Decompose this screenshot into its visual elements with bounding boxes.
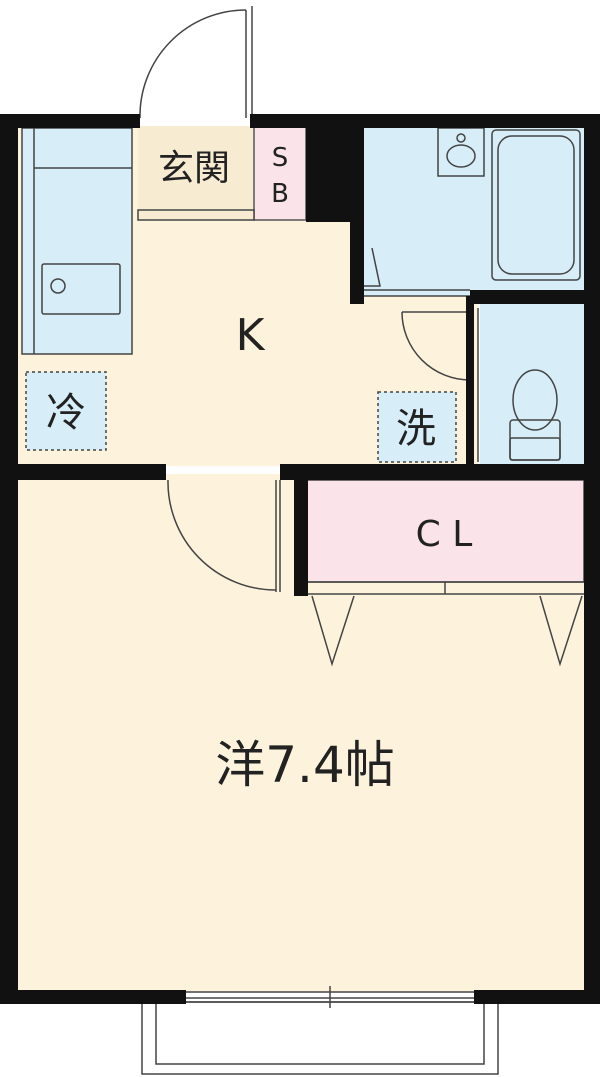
wall-kitchen-room-right <box>280 464 600 480</box>
faucet-icon <box>456 133 466 143</box>
bathtub-icon <box>491 129 581 281</box>
entrance-label: 玄関 <box>158 148 230 189</box>
fridge-label: 冷 <box>46 390 86 436</box>
shoe-box-label-top: S <box>272 143 289 173</box>
entrance-step <box>137 209 255 221</box>
room-door-swing <box>167 479 277 591</box>
entrance-door-swing <box>139 9 247 119</box>
western-room-label: 洋7.4帖 <box>215 736 395 794</box>
washer-label: 洗 <box>396 406 436 452</box>
toilet-bowl-icon <box>512 369 558 431</box>
balcony-inner-outline <box>155 1001 485 1065</box>
entrance-floor <box>138 126 254 216</box>
toilet-door-swing <box>401 311 471 381</box>
washbasin-bowl-icon <box>446 144 476 168</box>
wall-top-left <box>0 114 140 128</box>
sink-icon <box>41 263 121 315</box>
wall-kitchen-room-left <box>0 464 166 480</box>
wall-bottom-right <box>474 990 600 1004</box>
walls <box>0 114 600 1004</box>
closet-door-swing <box>311 595 355 667</box>
wall-left <box>0 114 18 1002</box>
closet-label: C L <box>416 514 473 555</box>
fixtures <box>25 6 584 1075</box>
shoe-box-label-bottom: B <box>271 179 289 209</box>
wall-right <box>584 114 600 1002</box>
wall-room-closet <box>294 480 308 596</box>
wall-bath-left <box>350 126 364 304</box>
toilet-area <box>480 302 584 466</box>
washer-space <box>377 391 457 463</box>
kitchen-counter <box>21 127 133 355</box>
kitchen-label: K <box>236 310 266 361</box>
wall-shoebox-right <box>306 126 350 222</box>
bathtub-inner-icon <box>497 135 575 275</box>
toilet-tank-top-icon <box>509 437 561 461</box>
wall-toilet-left <box>466 296 474 466</box>
wall-bottom-left <box>0 990 186 1004</box>
labels: 玄関 S B K 冷 洗 C L 洋7.4帖 <box>46 143 472 794</box>
wall-bath-bottom <box>470 290 600 304</box>
bath-door-swing <box>364 247 381 287</box>
fridge-space <box>25 371 107 451</box>
bath-area <box>362 126 584 296</box>
wall-top-right <box>250 114 600 128</box>
balcony-outline <box>141 1001 499 1075</box>
closet-door-swing <box>539 595 583 667</box>
drain-icon <box>50 278 66 294</box>
closet-area <box>305 479 585 583</box>
